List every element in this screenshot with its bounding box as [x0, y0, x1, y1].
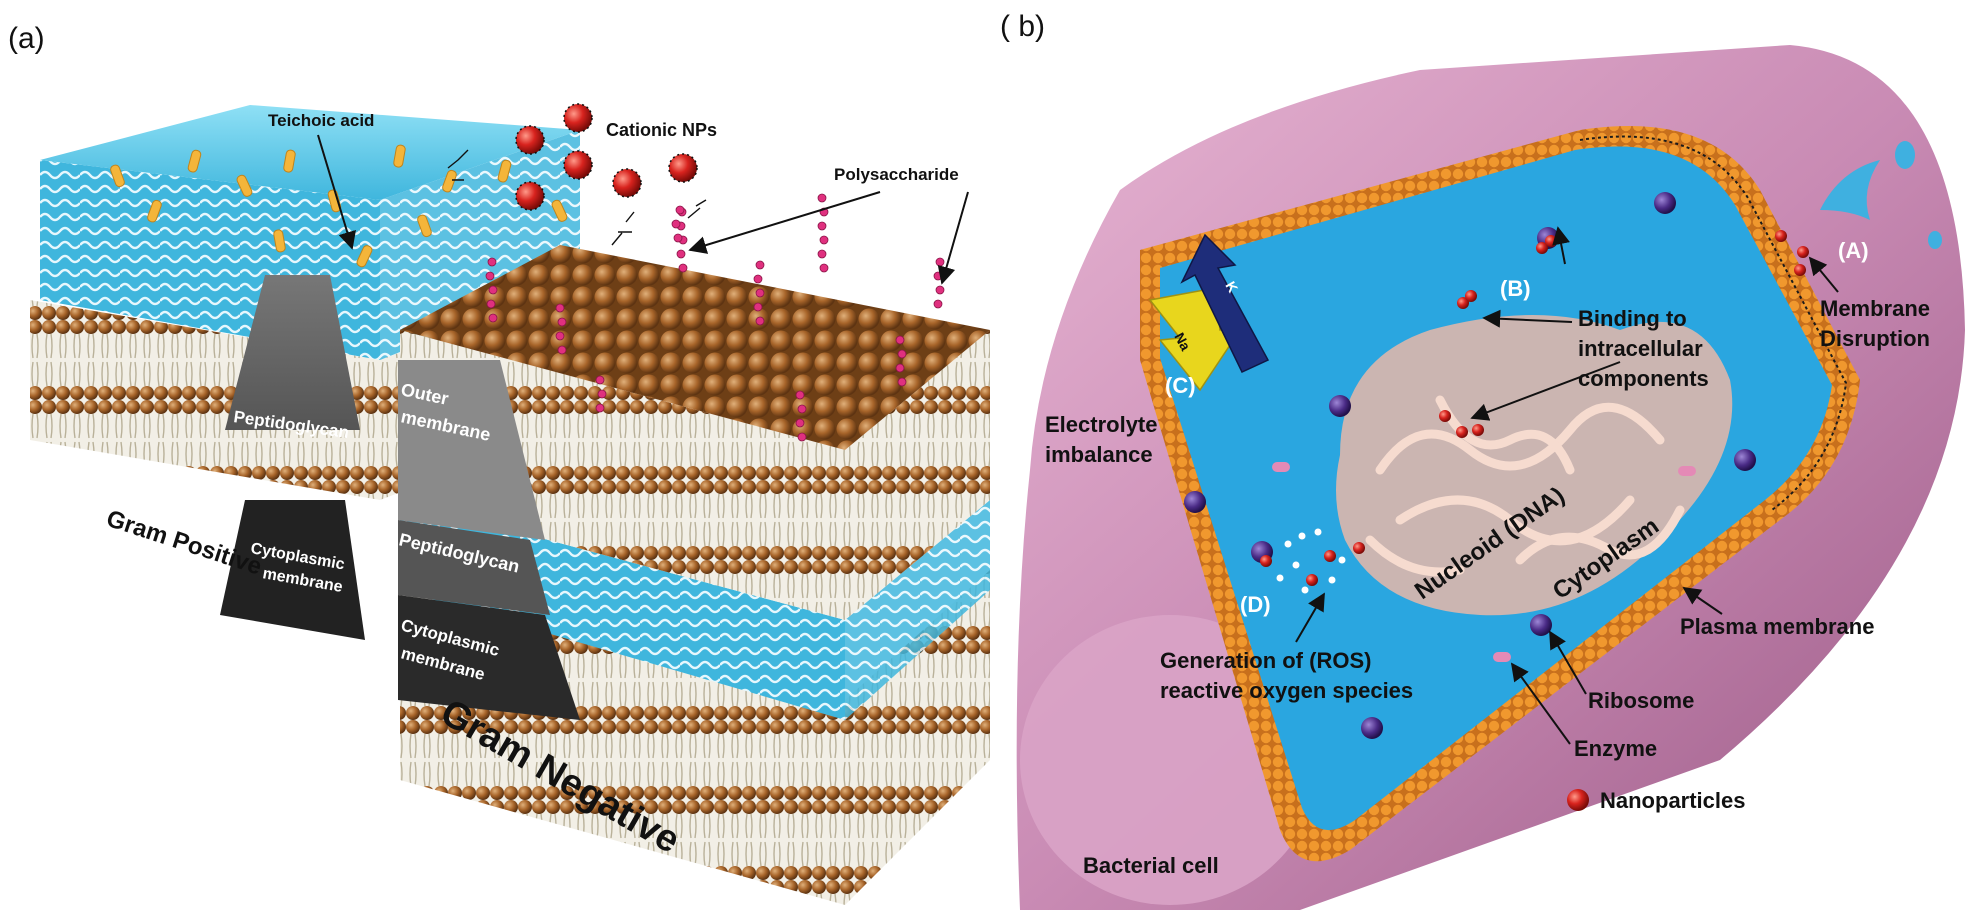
gp-peptidoglycan-trapezoid [225, 275, 360, 430]
polysaccharide-chain [485, 257, 498, 323]
ros-label-1: Generation of (ROS) [1160, 648, 1371, 673]
enzyme-label: Enzyme [1574, 736, 1657, 761]
gn-lipid-top-side [845, 330, 990, 620]
gp-cytoplasmic-trapezoid [220, 500, 365, 640]
c-tag-label: (C) [1165, 373, 1196, 398]
cationic-nanoparticle [668, 153, 698, 183]
gn-lipid-top-front [400, 330, 845, 620]
binding-label-2: intracellular [1578, 336, 1703, 361]
ribosome [1530, 614, 1552, 636]
b-tag-label: (B) [1500, 276, 1531, 301]
panel-b-tag: ( b) [1000, 10, 1045, 43]
gn-lipid-bottom-side [845, 570, 990, 905]
cationic-nanoparticle [563, 103, 593, 133]
plasma-membrane-label: Plasma membrane [1680, 614, 1874, 639]
binding-arrow-1 [1482, 309, 1573, 328]
ribosome [1654, 192, 1676, 214]
bacterial-cell-label: Bacterial cell [1083, 853, 1219, 878]
a-tag-label: (A) [1838, 238, 1869, 263]
cationic-nanoparticle [515, 125, 545, 155]
membrane-disruption-label-1: Membrane [1820, 296, 1930, 321]
gn-outer-top [400, 245, 990, 450]
enzyme-arrow [1510, 662, 1571, 745]
d-tag-label: (D) [1240, 592, 1271, 617]
ribosome [1734, 449, 1756, 471]
polysaccharide-chain [817, 193, 829, 273]
binding-label-1: Binding to [1578, 306, 1687, 331]
teichoic-acid-label: Teichoic acid [268, 111, 374, 130]
ribosome [1361, 717, 1383, 739]
panel-a-tag: (a) [8, 22, 45, 55]
gn-peptidoglycan-trapezoid [398, 520, 550, 615]
cationic-nanoparticle [612, 168, 642, 198]
panel-a: (a) [8, 22, 990, 905]
electrolyte-label-1: Electrolyte [1045, 412, 1158, 437]
electrolyte-label-2: imbalance [1045, 442, 1153, 467]
membrane-inner-line [1579, 135, 1848, 511]
ribosome [1184, 491, 1206, 513]
binding-arrow-2 [1552, 226, 1570, 265]
nanoparticles-label: Nanoparticles [1600, 788, 1746, 813]
ribosome [1329, 395, 1351, 417]
ribosome-label: Ribosome [1588, 688, 1694, 713]
membrane-disruption-splash [1820, 141, 1942, 249]
polysaccharide-arrow-2 [937, 191, 969, 285]
polysaccharide-chain [753, 260, 765, 326]
polysaccharide-chain [595, 375, 607, 413]
gp-block-top [40, 105, 580, 200]
ros-label-2: reactive oxygen species [1160, 678, 1413, 703]
enzymes [1272, 462, 1696, 662]
polysaccharide-chain [555, 303, 567, 355]
gram-negative-block: Outer membrane Peptidoglycan Cytoplasmic… [397, 193, 990, 905]
gn-cytoplasmic-trapezoid [398, 595, 580, 720]
phosphate-groups [447, 149, 707, 246]
enzyme [1493, 652, 1511, 662]
enzyme [1272, 462, 1290, 472]
ros-arrow [1295, 592, 1325, 643]
polysaccharide-label: Polysaccharide [834, 165, 959, 184]
gn-peptidoglycan-side [845, 500, 990, 720]
teichoic-acid-molecules [110, 144, 568, 268]
cationic-nanoparticles [515, 103, 698, 211]
nanoparticle-legend-icon [1567, 789, 1589, 811]
polysaccharide-chain [671, 205, 685, 243]
plasma-membrane-arrow [1682, 586, 1723, 615]
panel-b: ( b) Na K [1000, 10, 1965, 910]
teichoic-arrow [317, 134, 356, 250]
polysaccharide-chain [795, 390, 807, 442]
membrane-disruption-label-2: Disruption [1820, 326, 1930, 351]
na-label: Na [1171, 330, 1194, 354]
cationic-nanoparticle [563, 150, 593, 180]
enzyme [1678, 466, 1696, 476]
internal-nanoparticles [1260, 230, 1809, 586]
binding-arrow-3 [1470, 361, 1621, 421]
gn-outer-membrane-trapezoid [398, 360, 545, 540]
cationic-nanoparticle [515, 181, 545, 211]
polysaccharide-chains [485, 193, 945, 442]
cationic-nps-label: Cationic NPs [606, 120, 717, 140]
ribosome-arrow [1549, 630, 1587, 695]
polysaccharide-chain [895, 335, 907, 387]
membrane-disruption-arrow [1808, 256, 1839, 293]
polysaccharide-arrow-1 [688, 191, 881, 254]
